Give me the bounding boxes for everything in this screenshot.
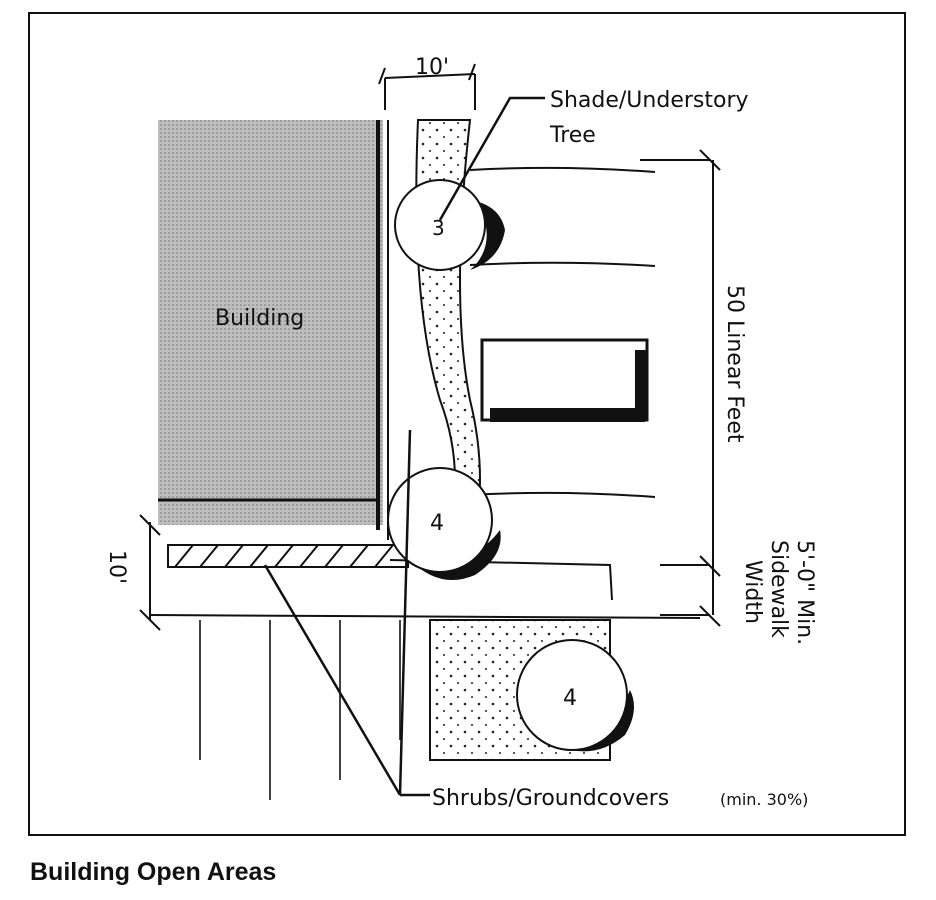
top-dimension-label: 10' (415, 55, 449, 80)
svg-text:3: 3 (432, 216, 445, 240)
dimension-lines (139, 63, 721, 631)
linear-feet-label: 50 Linear Feet (722, 285, 747, 443)
building (158, 120, 383, 525)
figure-caption: Building Open Areas (30, 858, 277, 886)
sidewalk-label-line1: 5'-0" Min. (792, 540, 817, 645)
shrubs-note: (min. 30%) (720, 790, 808, 809)
diagram-frame (28, 12, 906, 836)
shrubs-label: Shrubs/Groundcovers (432, 786, 669, 811)
svg-text:4: 4 (430, 511, 444, 536)
tree-label-line2: Tree (549, 123, 596, 148)
tree-3: 4 (516, 639, 634, 752)
tree-label-line1: Shade/Understory (550, 88, 749, 113)
tree-2: 4 (387, 467, 501, 580)
tree-1: 3 (394, 179, 505, 271)
left-dimension-label: 10' (104, 550, 129, 584)
sidewalk-label-line3: Width (740, 560, 765, 624)
sidewalk-label-line2: Sidewalk (766, 540, 791, 638)
shrub-band (167, 544, 409, 568)
svg-text:4: 4 (563, 686, 577, 711)
building-label: Building (215, 306, 304, 331)
